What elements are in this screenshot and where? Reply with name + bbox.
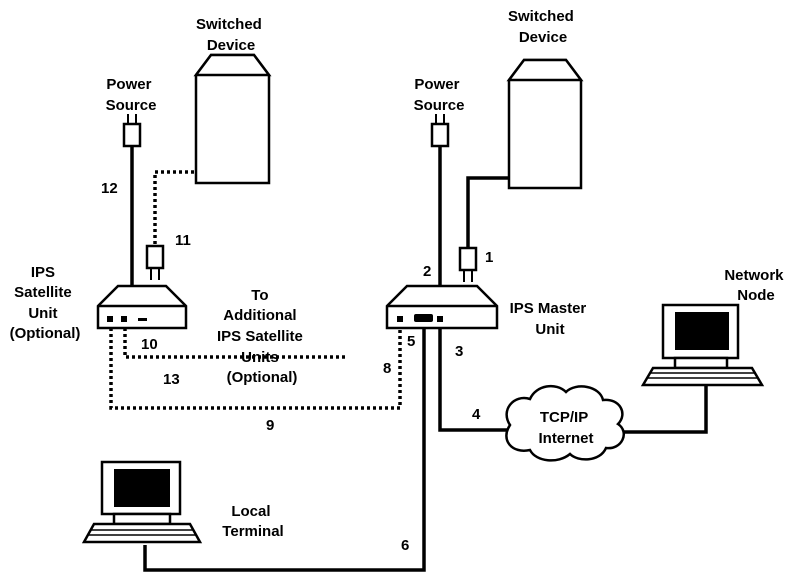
ips-master-unit-icon [385, 284, 499, 330]
switched-device-left-icon [193, 53, 272, 185]
ips-master-label: IPS Master Unit [510, 300, 591, 338]
cable-number-8: 8 [383, 360, 391, 377]
cable-number-1: 1 [485, 249, 493, 266]
internet-cloud-icon [505, 384, 625, 462]
switched-device-left-label: Switched Device [196, 16, 266, 54]
cable-number-2: 2 [423, 263, 431, 280]
cable-number-12: 12 [101, 180, 118, 197]
switched-device-right-icon [506, 58, 584, 190]
cable-8-9-satellite-link [109, 322, 402, 410]
device-plug-right-icon [458, 246, 478, 282]
cable-number-4: 4 [472, 406, 481, 423]
power-plug-right-icon [430, 114, 450, 148]
network-node-label: Network Node [724, 267, 787, 304]
cable-number-11: 11 [175, 232, 191, 249]
power-source-right-label: Power Source [414, 76, 465, 114]
to-additional-label: To Additional IPS Satellite Units (Optio… [217, 287, 307, 386]
cable-number-5: 5 [407, 333, 415, 350]
cable-11-switched-left [153, 170, 194, 246]
cable-3-4-internet [438, 322, 515, 432]
power-source-left-label: Power Source [106, 76, 157, 114]
cable-5-6-terminal [143, 322, 426, 572]
power-plug-left-icon [122, 114, 142, 148]
device-plug-left-icon [145, 244, 165, 280]
cable-internet-to-node [620, 385, 708, 434]
local-terminal-computer-icon [81, 460, 203, 544]
ips-satellite-label: IPS Satellite Unit (Optional) [10, 264, 81, 342]
local-terminal-label: Local Terminal [222, 503, 283, 540]
cable-number-6: 6 [401, 537, 409, 554]
cable-number-3: 3 [455, 343, 463, 360]
cable-number-10: 10 [141, 336, 158, 353]
cable-10-13-additional [123, 322, 345, 359]
cable-number-13: 13 [163, 371, 180, 388]
cloud-label: TCP/IP Internet [538, 409, 593, 447]
cable-1-switched-right [466, 176, 509, 248]
cable-number-9: 9 [266, 417, 274, 434]
ips-satellite-unit-icon [96, 284, 188, 330]
network-node-computer-icon [640, 303, 765, 387]
switched-device-right-label: Switched Device [508, 8, 578, 46]
